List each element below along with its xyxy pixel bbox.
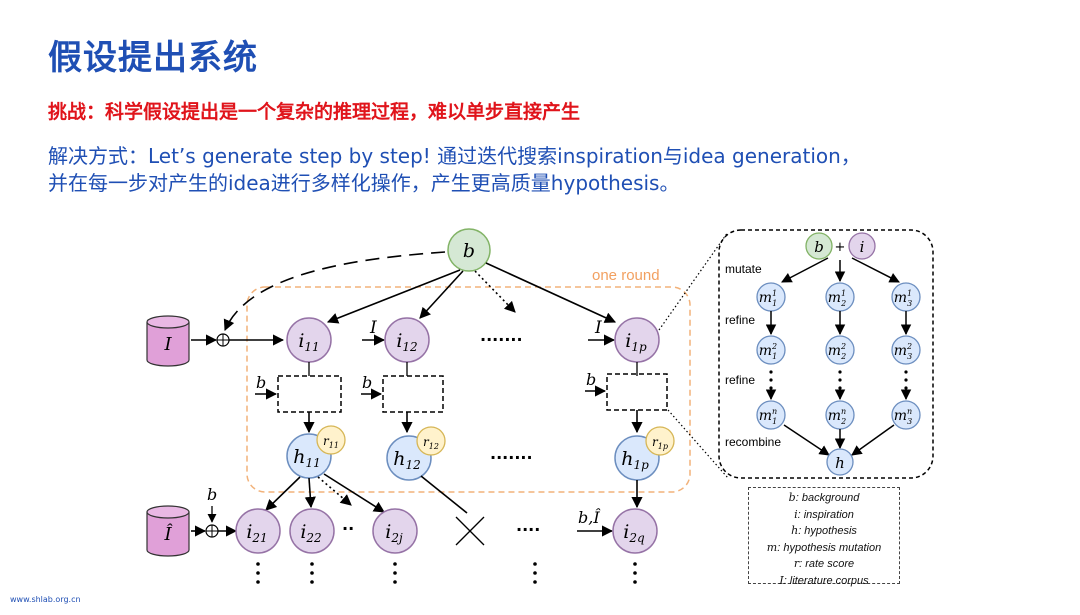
legend-item: b: background <box>788 491 860 504</box>
svg-text:m23: m23 <box>894 342 912 361</box>
node-i21 <box>235 508 281 554</box>
process-box-3 <box>606 373 668 411</box>
svg-text:+: + <box>835 240 846 255</box>
svg-text:b: b <box>362 373 372 392</box>
node-r11 <box>316 425 346 455</box>
one-round-label: one round <box>592 267 660 284</box>
node-i22 <box>289 508 335 554</box>
node-r1p <box>645 426 675 456</box>
cylinder-label-I: I <box>163 334 172 355</box>
edge-label-I-2: I <box>594 318 602 338</box>
footer-url: www.shlab.org.cn <box>10 595 81 604</box>
ellipsis-round-1: ······· <box>480 330 523 349</box>
solution-line-2: 并在每一步对产生的idea进行多样化操作，产生更高质量hypothesis。 <box>48 171 680 195</box>
svg-text:refine: refine <box>725 313 755 327</box>
zoom-node-h <box>826 448 854 476</box>
background-feed-line <box>223 251 446 332</box>
svg-text:refine: refine <box>725 373 755 387</box>
svg-text:b: b <box>256 373 266 392</box>
svg-text:b,Î: b,Î <box>578 507 601 527</box>
svg-text:b: b <box>207 485 217 504</box>
node-i2j <box>372 508 418 554</box>
svg-text:····: ···· <box>516 520 540 539</box>
svg-text:h: h <box>835 454 845 472</box>
vertical-ellipsis-row <box>256 562 637 584</box>
one-round-box <box>246 286 691 493</box>
edge-label-I-1: I <box>369 318 377 338</box>
legend-item: h: hypothesis <box>791 524 857 537</box>
zoom-node-b <box>805 232 833 260</box>
process-box-1 <box>277 375 342 413</box>
circle-plus-icon <box>216 333 230 347</box>
ellipsis-round-1b: ······· <box>490 448 533 467</box>
svg-text:m11: m11 <box>759 289 777 308</box>
svg-text:b: b <box>814 238 824 256</box>
svg-text:b: b <box>586 370 596 389</box>
svg-text:Î: Î <box>163 522 173 545</box>
svg-text:mutate: mutate <box>725 262 762 276</box>
legend-box: b: background i: inspiration h: hypothes… <box>748 487 900 587</box>
legend-item: r: rate score <box>793 557 855 570</box>
svg-text:i: i <box>860 238 865 256</box>
zoom-node-i <box>848 232 876 260</box>
svg-text:m13: m13 <box>894 289 912 308</box>
svg-text:m21: m21 <box>759 342 777 361</box>
svg-text:··: ·· <box>342 519 354 538</box>
node-r12 <box>416 426 446 456</box>
hat-corpus-cylinder: Î <box>146 505 190 557</box>
svg-text:b: b <box>463 240 475 262</box>
zoom-panel <box>718 229 934 479</box>
svg-text:m22: m22 <box>828 342 846 361</box>
rejected-x-icon <box>455 516 485 546</box>
svg-text:mn3: mn3 <box>894 407 913 426</box>
svg-text:m12: m12 <box>828 289 846 308</box>
solution-statement: 解决方式：Let’s generate step by step! 通过迭代搜索… <box>48 143 948 197</box>
page-title: 假设提出系统 <box>48 38 258 78</box>
node-b <box>447 228 491 272</box>
legend-item: I: literature corpus <box>779 573 869 587</box>
svg-text:mn2: mn2 <box>828 407 847 426</box>
svg-text:mn1: mn1 <box>759 407 778 426</box>
circle-plus-icon-2 <box>205 524 219 538</box>
solution-line-1: 解决方式：Let’s generate step by step! 通过迭代搜索… <box>48 144 861 168</box>
zoom-vertical-ellipsis <box>769 370 908 390</box>
svg-text:recombine: recombine <box>725 435 781 449</box>
legend-item: m: hypothesis mutation <box>766 540 882 554</box>
challenge-statement: 挑战：科学假设提出是一个复杂的推理过程，难以单步直接产生 <box>48 101 581 123</box>
process-box-2 <box>382 375 444 413</box>
legend-item: i: inspiration <box>794 507 854 521</box>
literature-corpus-cylinder: I <box>146 315 190 367</box>
node-i2q <box>612 508 658 554</box>
